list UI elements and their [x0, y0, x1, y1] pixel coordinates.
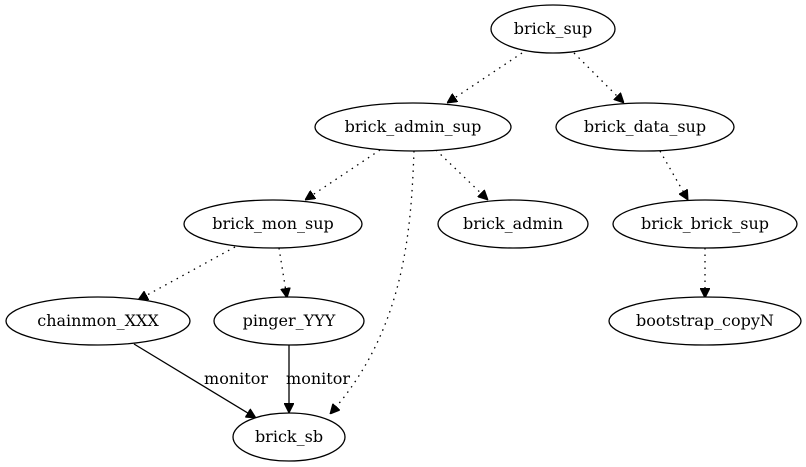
edge-brick-sup-to-brick-data-sup	[573, 52, 624, 103]
node-label-pinger-yyy: pinger_YYY	[243, 311, 336, 330]
node-brick-data-sup: brick_data_sup	[555, 102, 735, 152]
edge-brick-admin-sup-to-brick-sb	[330, 150, 415, 414]
node-label-chainmon-xxx: chainmon_XXX	[37, 311, 159, 330]
node-brick-sb: brick_sb	[232, 412, 346, 462]
edge-brick-sup-to-brick-admin-sup	[447, 52, 523, 103]
edge-brick-mon-sup-to-chainmon-xxx	[138, 246, 236, 301]
node-label-brick-brick-sup: brick_brick_sup	[641, 214, 769, 233]
node-brick-admin: brick_admin	[437, 199, 589, 249]
node-label-brick-data-sup: brick_data_sup	[584, 117, 706, 136]
edge-brick-data-sup-to-brick-brick-sup	[659, 150, 689, 200]
node-label-brick-admin-sup: brick_admin_sup	[345, 117, 482, 136]
node-brick-brick-sup: brick_brick_sup	[612, 199, 798, 249]
edge-label-chainmon-monitor: monitor	[204, 369, 268, 388]
node-pinger-yyy: pinger_YYY	[213, 296, 365, 346]
node-label-brick-admin: brick_admin	[463, 214, 563, 233]
node-brick-mon-sup: brick_mon_sup	[183, 199, 363, 249]
node-brick-admin-sup: brick_admin_sup	[314, 102, 512, 152]
node-label-brick-sb: brick_sb	[255, 427, 323, 446]
node-chainmon-xxx: chainmon_XXX	[5, 296, 191, 346]
edge-brick-mon-sup-to-pinger-yyy	[278, 247, 287, 298]
node-brick-sup: brick_sup	[490, 4, 616, 54]
node-label-bootstrap-copyn: bootstrap_copyN	[636, 311, 774, 330]
node-label-brick-sup: brick_sup	[514, 19, 592, 38]
edge-brick-admin-sup-to-brick-mon-sup	[305, 149, 381, 200]
node-label-brick-mon-sup: brick_mon_sup	[212, 214, 334, 233]
edge-label-pinger-monitor: monitor	[286, 369, 350, 388]
node-bootstrap-copyn: bootstrap_copyN	[608, 296, 802, 346]
edge-brick-admin-sup-to-brick-admin	[435, 149, 488, 200]
edge-chainmon-xxx-to-brick-sb	[133, 343, 256, 418]
